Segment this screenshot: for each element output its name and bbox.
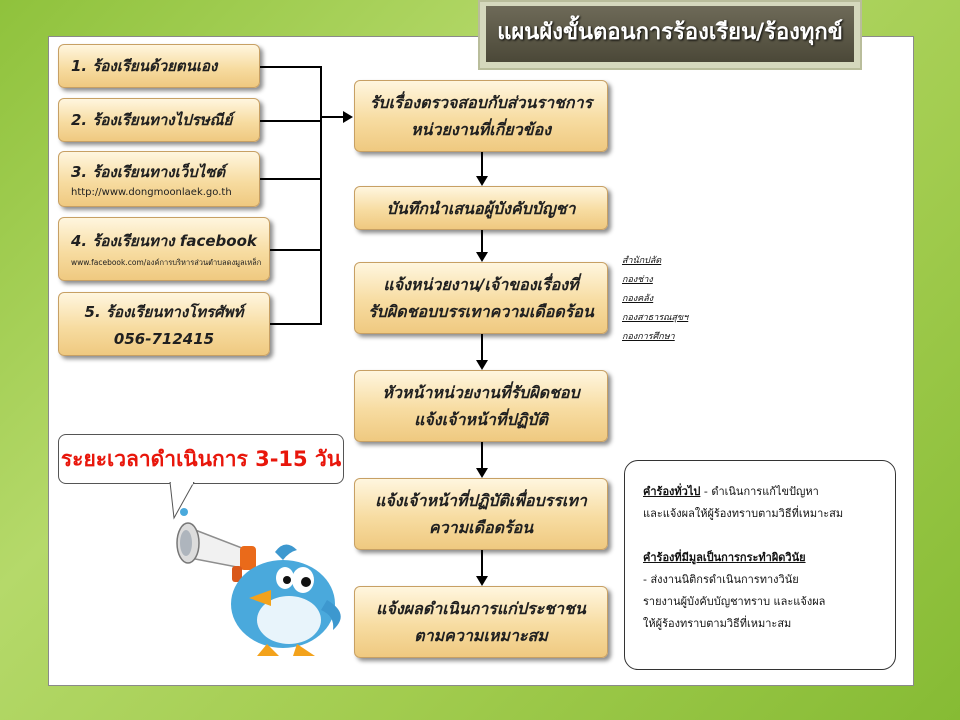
- page-title: แผนผังขั้นตอนการร้องเรียน/ร้องทุกข์: [486, 6, 854, 62]
- connector-line: [260, 178, 320, 180]
- note-general-text: - ดำเนินการแก้ไขปัญหา: [700, 485, 819, 498]
- channel-post: 2. ร้องเรียนทางไปรษณีย์: [58, 98, 260, 142]
- step-report-result: แจ้งผลดำเนินการแก่ประชาชน ตามความเหมาะสม: [354, 586, 608, 658]
- channel-label: 2. ร้องเรียนทางไปรษณีย์: [71, 111, 233, 129]
- arrow-right-icon: [343, 111, 353, 123]
- division-item: กองการศึกษา: [622, 332, 675, 342]
- note-discipline-title: คำร้องที่มีมูลเป็นการกระทำผิดวินัย: [643, 551, 806, 564]
- division-item: กองช่าง: [622, 275, 653, 285]
- note-general-text: และแจ้งผลให้ผู้ร้องทราบตามวิธีที่เหมาะสม: [643, 507, 844, 520]
- channel-facebook: 4. ร้องเรียนทาง facebook www.facebook.co…: [58, 217, 270, 281]
- connector-trunk: [320, 66, 322, 325]
- note-discipline-text: - ส่งงานนิติกรดำเนินการทางวินัย: [643, 573, 799, 586]
- arrow-down-icon: [476, 176, 488, 186]
- step-line: ตามความเหมาะสม: [414, 626, 548, 645]
- note-discipline-text: ให้ผู้ร้องทราบตามวิธีที่เหมาะสม: [643, 617, 792, 630]
- channel-phone: 5. ร้องเรียนทางโทรศัพท์ 056-712415: [58, 292, 270, 356]
- channel-label: 5. ร้องเรียนทางโทรศัพท์: [84, 303, 244, 321]
- megaphone-icon: [176, 508, 256, 582]
- step-receive: รับเรื่องตรวจสอบกับส่วนราชการ หน่วยงานที…: [354, 80, 608, 152]
- step-notify-unit: แจ้งหน่วยงาน/เจ้าของเรื่องที่ รับผิดชอบบ…: [354, 262, 608, 334]
- note-general-title: คำร้องทั่วไป: [643, 485, 701, 498]
- division-list: สำนักปลัด กองช่าง กองคลัง กองสาธารณสุขฯ …: [622, 252, 688, 347]
- arrow-down-icon: [476, 360, 488, 370]
- division-item: กองสาธารณสุขฯ: [622, 313, 689, 323]
- arrow-shaft: [481, 230, 483, 252]
- connector-line: [260, 66, 320, 68]
- bird-mascot-icon: [231, 544, 341, 656]
- connector-line: [270, 249, 320, 251]
- arrow-down-icon: [476, 576, 488, 586]
- step-line: แจ้งผลดำเนินการแก่ประชาชน: [376, 599, 586, 618]
- step-line: ความเดือดร้อน: [428, 518, 534, 537]
- division-item: กองคลัง: [622, 294, 654, 304]
- arrow-down-icon: [476, 252, 488, 262]
- arrow-shaft: [481, 334, 483, 360]
- channel-label: 3. ร้องเรียนทางเว็บไซต์: [71, 163, 226, 181]
- step-line: แจ้งหน่วยงาน/เจ้าของเรื่องที่: [383, 275, 579, 294]
- note-general: คำร้องทั่วไป - ดำเนินการแก้ไขปัญหา: [643, 481, 877, 503]
- step-line: แจ้งเจ้าหน้าที่ปฏิบัติเพื่อบรรเทา: [375, 491, 587, 510]
- phone-number: 056-712415: [113, 330, 215, 348]
- step-line: แจ้งเจ้าหน้าที่ปฏิบัติ: [414, 410, 548, 429]
- step-line: บันทึกนำเสนอผู้บังคับบัญชา: [386, 198, 576, 218]
- notes-box: คำร้องทั่วไป - ดำเนินการแก้ไขปัญหา และแจ…: [624, 460, 896, 670]
- channel-label: 4. ร้องเรียนทาง facebook: [71, 232, 257, 250]
- step-line: รับเรื่องตรวจสอบกับส่วนราชการ: [369, 93, 593, 112]
- step-officer-action: แจ้งเจ้าหน้าที่ปฏิบัติเพื่อบรรเทา ความเด…: [354, 478, 608, 550]
- bubble-tail: [169, 482, 195, 520]
- note-discipline-text: รายงานผู้บังคับบัญชาทราบ และแจ้งผล: [643, 595, 826, 608]
- connector-line: [260, 120, 320, 122]
- facebook-url: www.facebook.com/องค์การบริหารส่วนตำบลดง…: [71, 258, 262, 267]
- channel-website: 3. ร้องเรียนทางเว็บไซต์ http://www.dongm…: [58, 151, 260, 207]
- step-unit-head: หัวหน้าหน่วยงานที่รับผิดชอบ แจ้งเจ้าหน้า…: [354, 370, 608, 442]
- duration-bubble: ระยะเวลาดำเนินการ 3-15 วัน: [58, 434, 344, 484]
- arrow-down-icon: [476, 468, 488, 478]
- division-item: สำนักปลัด: [622, 256, 662, 266]
- duration-text: ระยะเวลาดำเนินการ 3-15 วัน: [60, 446, 342, 471]
- step-line: รับผิดชอบบรรเทาความเดือดร้อน: [368, 302, 594, 321]
- step-record: บันทึกนำเสนอผู้บังคับบัญชา: [354, 186, 608, 230]
- arrow-shaft: [481, 442, 483, 468]
- title-box: แผนผังขั้นตอนการร้องเรียน/ร้องทุกข์: [478, 0, 862, 70]
- connector-line: [320, 116, 344, 118]
- step-line: หน่วยงานที่เกี่ยวข้อง: [411, 120, 551, 139]
- arrow-shaft: [481, 152, 483, 176]
- connector-line: [270, 323, 320, 325]
- step-line: หัวหน้าหน่วยงานที่รับผิดชอบ: [382, 383, 580, 402]
- channel-walk-in: 1. ร้องเรียนด้วยตนเอง: [58, 44, 260, 88]
- channel-label: 1. ร้องเรียนด้วยตนเอง: [71, 57, 218, 75]
- arrow-shaft: [481, 550, 483, 576]
- website-url: http://www.dongmoonlaek.go.th: [71, 187, 232, 198]
